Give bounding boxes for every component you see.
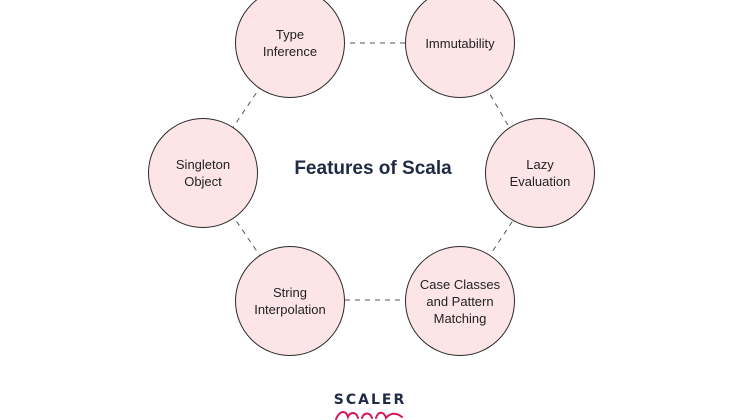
center-title: Features of Scala <box>294 158 452 179</box>
node-label: Immutability <box>425 35 495 51</box>
node-label: Case Classes and Pattern Matching <box>419 276 501 326</box>
scaler-logo: SCALER <box>310 392 430 420</box>
node-label: Singleton Object <box>175 157 231 189</box>
node-singleton-object: Singleton Object <box>148 118 258 228</box>
node-immutability: Immutability <box>405 0 515 98</box>
logo-script-mark <box>335 411 403 420</box>
node-label: Type Inference <box>262 27 318 59</box>
node-string-interpolation: String Interpolation <box>235 246 345 356</box>
node-type-inference: Type Inference <box>235 0 345 98</box>
node-lazy-evaluation: Lazy Evaluation <box>485 118 595 228</box>
node-label: String Interpolation <box>254 285 326 317</box>
node-label: Lazy Evaluation <box>509 157 571 189</box>
logo-word: SCALER <box>333 392 407 408</box>
node-case-classes: Case Classes and Pattern Matching <box>405 246 515 356</box>
